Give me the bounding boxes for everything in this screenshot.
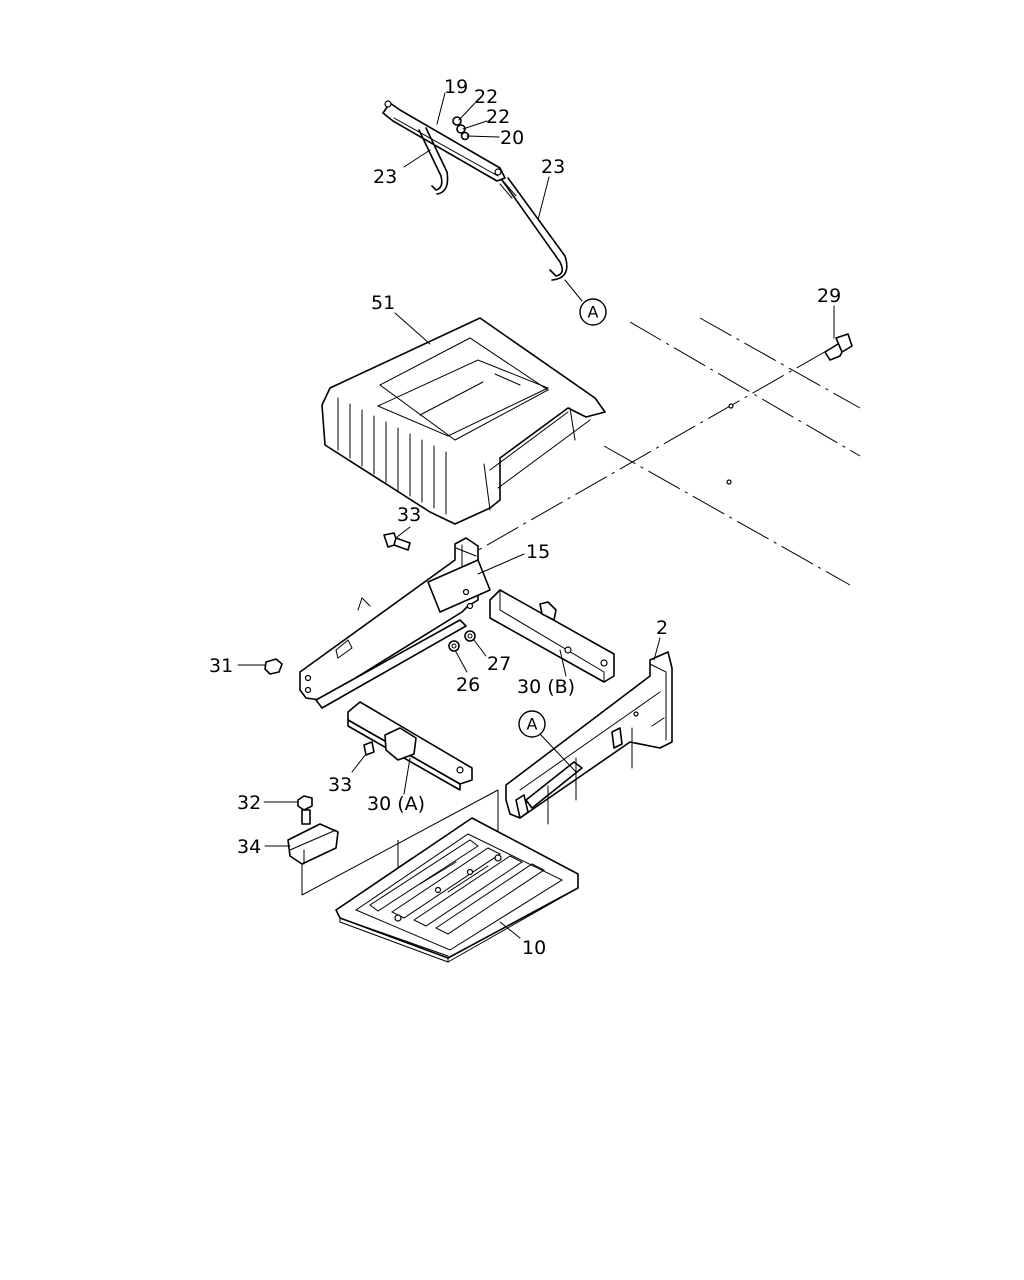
ref-marker-a-top: A <box>579 298 607 326</box>
bracket-15 <box>299 537 491 709</box>
bolt-33-lower <box>363 741 375 756</box>
nut-31 <box>264 658 283 675</box>
callout-32: 32 <box>237 792 261 814</box>
center-lines <box>301 317 861 918</box>
ref-a-top-label: A <box>588 303 599 322</box>
callout-30b: 30 (B) <box>517 676 575 698</box>
callout-23a: 23 <box>373 166 397 188</box>
bolt-29 <box>824 333 853 361</box>
battery-cover <box>321 317 606 525</box>
hold-down-clamp-assembly <box>382 100 568 281</box>
tray-10 <box>335 817 579 963</box>
callout-20: 20 <box>500 127 524 149</box>
callout-51: 51 <box>371 292 395 314</box>
callout-29: 29 <box>817 285 841 307</box>
callout-33-lower: 33 <box>328 774 352 796</box>
callout-33-upper: 33 <box>397 504 421 526</box>
nut-22a <box>452 116 462 126</box>
callout-19: 19 <box>444 76 468 98</box>
callout-34: 34 <box>237 836 261 858</box>
callout-2: 2 <box>656 617 668 639</box>
callout-27: 27 <box>487 653 511 675</box>
nut-22b <box>456 124 466 134</box>
callout-23b: 23 <box>541 156 565 178</box>
clip-34 <box>287 823 339 865</box>
callout-22a: 22 <box>474 86 498 108</box>
callout-26: 26 <box>456 674 480 696</box>
j-bolt-right <box>501 177 568 281</box>
bar-30b <box>489 589 615 683</box>
callout-30a: 30 (A) <box>367 793 425 815</box>
callout-10: 10 <box>522 937 546 959</box>
callouts: 19 22 22 20 23 23 51 29 33 15 2 31 27 26… <box>209 76 841 959</box>
bar-30a <box>347 701 473 791</box>
clamp-bar <box>382 102 506 182</box>
j-bolt-left <box>418 127 449 195</box>
washer-27 <box>464 630 476 642</box>
frame-2 <box>505 651 673 825</box>
callout-31: 31 <box>209 655 233 677</box>
callout-22b: 22 <box>486 106 510 128</box>
ref-marker-a-bottom: A <box>518 710 546 738</box>
ref-a-bottom-label: A <box>527 715 538 734</box>
bolt-32 <box>297 795 313 825</box>
nut-26 <box>448 640 460 652</box>
callout-15: 15 <box>526 541 550 563</box>
leader-lines <box>237 92 835 939</box>
bolt-33-upper <box>383 532 411 551</box>
